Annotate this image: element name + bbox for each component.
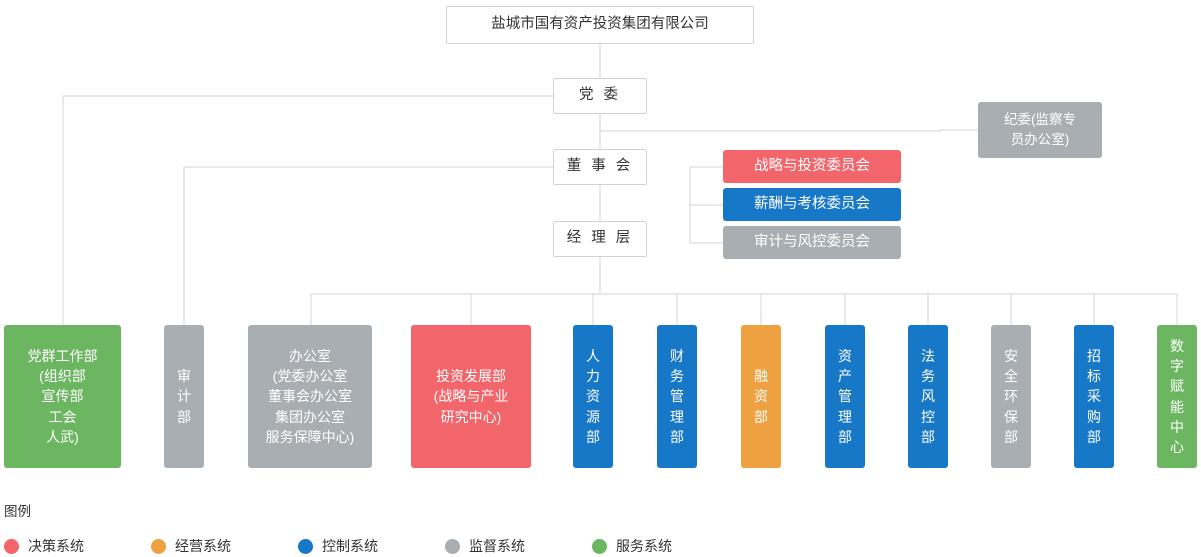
node-party-committee[interactable]: 党 委: [553, 78, 647, 114]
legend-dot-service-icon: [592, 538, 607, 554]
node-company-root[interactable]: 盐城市国有资产投资集团有限公司: [446, 6, 754, 44]
legend-item-supervision-system: 监督系统: [445, 536, 525, 556]
legend-dot-decision-icon: [4, 538, 19, 554]
node-dept-legal-risk-control[interactable]: 法 务 风 控 部: [908, 325, 948, 468]
node-dept-safety-environmental[interactable]: 安 全 环 保 部: [991, 325, 1031, 468]
legend-item-decision-system: 决策系统: [4, 536, 84, 556]
node-dept-bidding-procurement[interactable]: 招 标 采 购 部: [1074, 325, 1114, 468]
node-dept-financial-management[interactable]: 财 务 管 理 部: [657, 325, 697, 468]
node-discipline-inspection-office[interactable]: 纪委(监察专 员办公室): [978, 102, 1102, 158]
node-dept-human-resources[interactable]: 人 力 资 源 部: [573, 325, 613, 468]
legend-label-operation: 经营系统: [175, 538, 231, 554]
legend: 决策系统 经营系统 控制系统 监督系统 服务系统: [0, 536, 694, 556]
legend-dot-operation-icon: [151, 538, 166, 554]
legend-label-decision: 决策系统: [28, 538, 84, 554]
legend-label-control: 控制系统: [322, 538, 378, 554]
node-dept-asset-management[interactable]: 资 产 管 理 部: [825, 325, 865, 468]
node-management-layer[interactable]: 经 理 层: [553, 221, 647, 257]
legend-dot-supervision-icon: [445, 538, 460, 554]
legend-label-service: 服务系统: [616, 538, 672, 554]
node-dept-party-masses[interactable]: 党群工作部 (组织部 宣传部 工会 人武): [4, 325, 121, 468]
legend-item-service-system: 服务系统: [592, 536, 672, 556]
legend-title: 图例: [4, 504, 31, 519]
legend-item-operation-system: 经营系统: [151, 536, 231, 556]
legend-item-control-system: 控制系统: [298, 536, 378, 556]
node-compensation-appraisal-committee[interactable]: 薪酬与考核委员会: [723, 188, 901, 221]
node-board-of-directors[interactable]: 董 事 会: [553, 149, 647, 185]
node-dept-audit[interactable]: 审 计 部: [164, 325, 204, 468]
node-dept-financing[interactable]: 融 资 部: [741, 325, 781, 468]
node-dept-investment-development[interactable]: 投资发展部 (战略与产业 研究中心): [411, 325, 531, 468]
node-audit-risk-committee[interactable]: 审计与风控委员会: [723, 226, 901, 259]
legend-dot-control-icon: [298, 538, 313, 554]
node-strategy-investment-committee[interactable]: 战略与投资委员会: [723, 150, 901, 183]
node-dept-digital-empowerment[interactable]: 数 字 赋 能 中 心: [1157, 325, 1197, 468]
legend-label-supervision: 监督系统: [469, 538, 525, 554]
node-dept-office[interactable]: 办公室 (党委办公室 董事会办公室 集团办公室 服务保障中心): [248, 325, 372, 468]
